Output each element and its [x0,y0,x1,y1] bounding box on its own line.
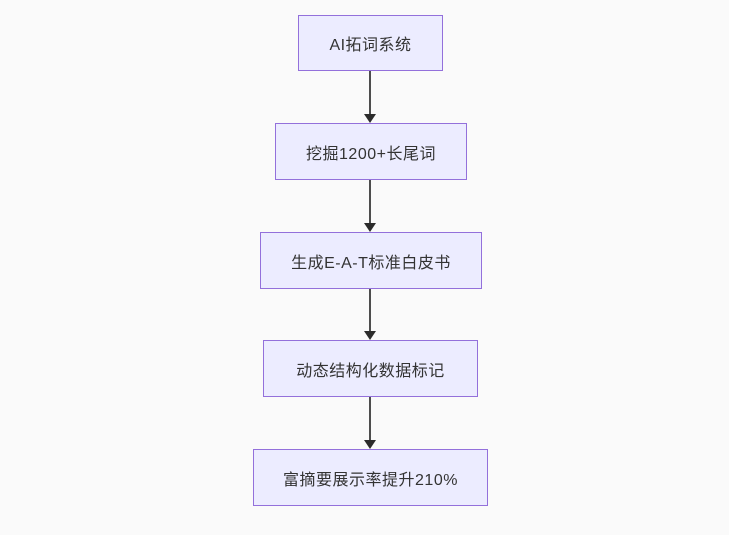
flow-node-dynamic-structured-data-markup: 动态结构化数据标记 [263,340,478,397]
arrow-line [369,289,371,331]
arrow-line [369,180,371,223]
flow-node-rich-snippet-rate-increase: 富摘要展示率提升210% [253,449,488,506]
flow-node-ai-word-expansion-system: AI拓词系统 [298,15,443,71]
node-label: 生成E-A-T标准白皮书 [291,254,451,272]
flow-node-mine-longtail-keywords: 挖掘1200+长尾词 [275,123,467,180]
arrow-edge-1 [364,71,376,123]
arrow-line [369,397,371,440]
node-label: 挖掘1200+长尾词 [306,145,436,163]
arrow-edge-3 [364,289,376,340]
flow-node-generate-eat-whitepaper: 生成E-A-T标准白皮书 [260,232,482,289]
arrow-head-icon [364,331,376,340]
node-label: AI拓词系统 [329,37,412,54]
arrow-edge-4 [364,397,376,449]
node-label: 富摘要展示率提升210% [283,471,458,489]
arrow-line [369,71,371,114]
arrow-head-icon [364,440,376,449]
arrow-edge-2 [364,180,376,232]
arrow-head-icon [364,223,376,232]
arrow-head-icon [364,114,376,123]
node-label: 动态结构化数据标记 [296,362,445,380]
